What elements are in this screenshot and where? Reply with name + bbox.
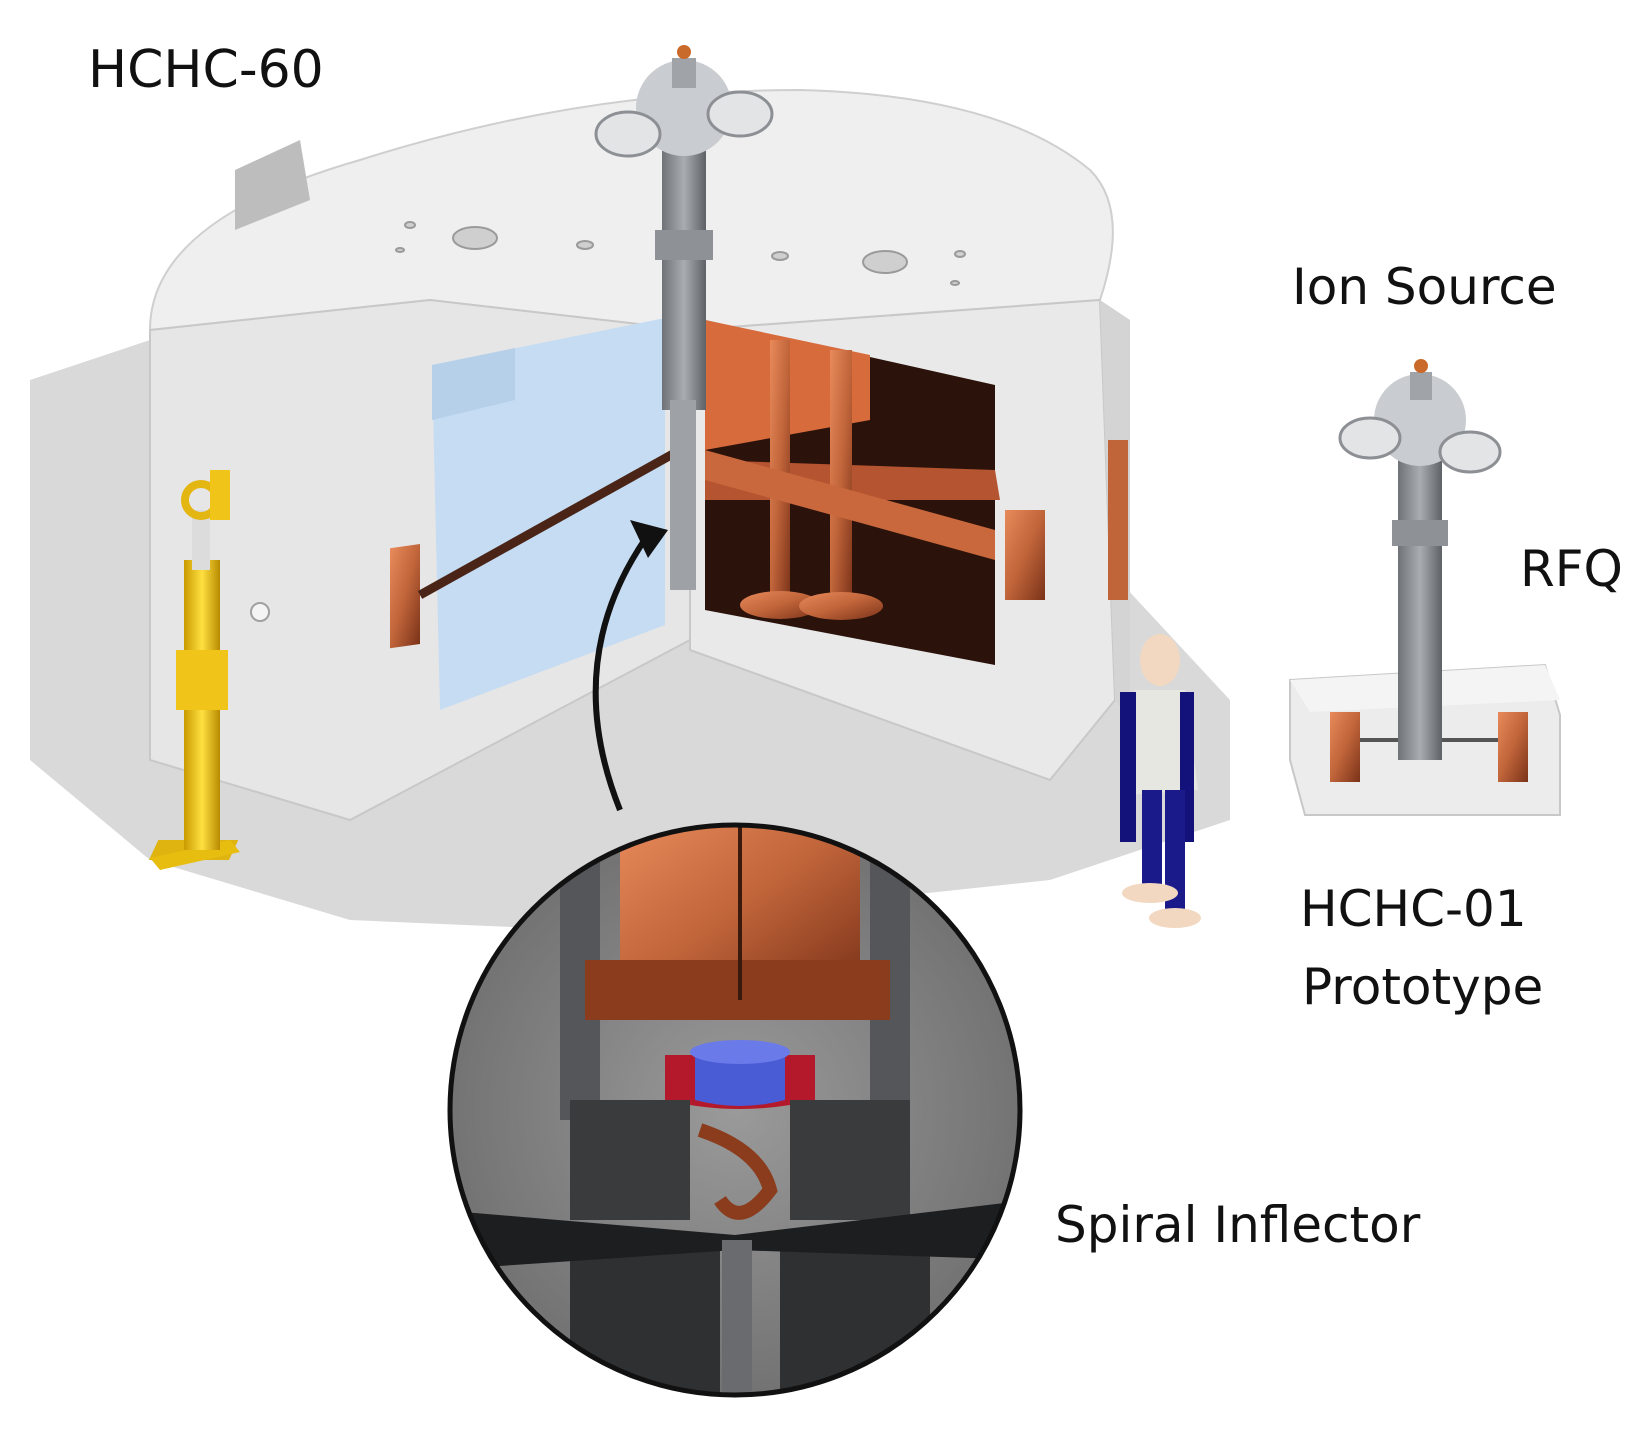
label-prototype-line1: HCHC-01 — [1300, 880, 1527, 938]
hydraulic-jack-icon — [148, 470, 240, 870]
dee-stub-right — [1005, 510, 1045, 600]
person-figure-icon — [1120, 634, 1201, 928]
yoke-rear-notch — [235, 140, 310, 230]
label-main-cyclotron: HCHC-60 — [88, 40, 324, 100]
label-spiral-inflector: Spiral Inflector — [1055, 1196, 1421, 1254]
spiral-inflector-inset — [447, 822, 1023, 1398]
ion-source-main — [594, 45, 774, 590]
prototype-hchc01 — [1289, 359, 1561, 816]
label-ion-source: Ion Source — [1292, 258, 1557, 316]
label-rfq: RFQ — [1520, 540, 1623, 598]
label-prototype-line2: Prototype — [1302, 958, 1544, 1016]
zoom-arrow-icon — [592, 533, 651, 812]
dee-stub-left — [390, 543, 420, 649]
yoke-top-holes — [395, 221, 966, 286]
